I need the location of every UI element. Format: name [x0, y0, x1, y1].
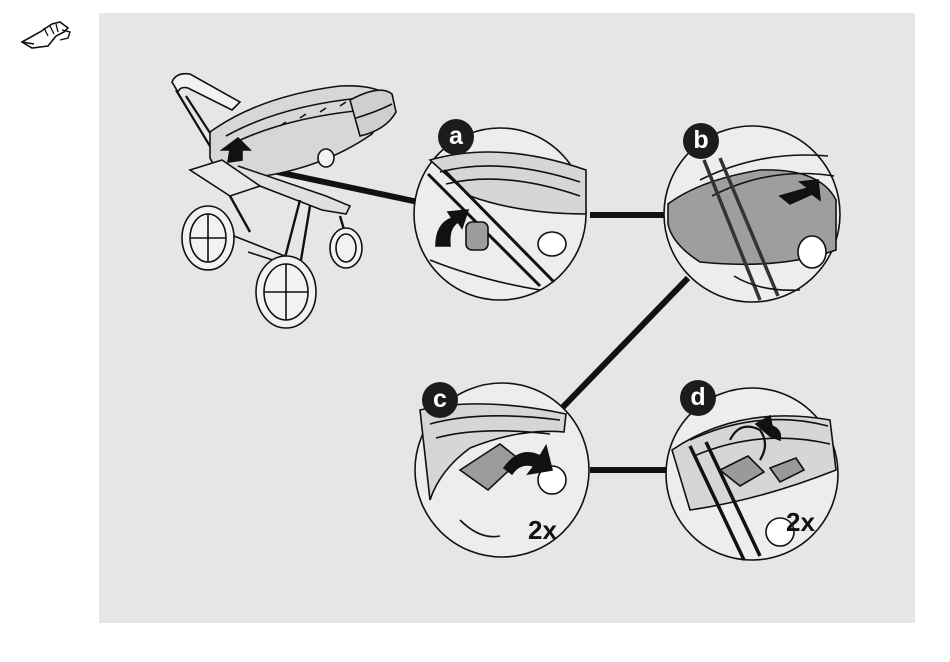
step-badge-b: b: [683, 123, 719, 159]
detail-circle-a: [414, 128, 586, 300]
step-badge-a: a: [438, 119, 474, 155]
repeat-count-c: 2x: [528, 515, 557, 546]
stroller-overview: [172, 74, 396, 328]
repeat-count-d: 2x: [786, 507, 815, 538]
connector-b-to-c: [562, 278, 688, 408]
step-badge-c: c: [422, 382, 458, 418]
step-badge-d: d: [680, 380, 716, 416]
